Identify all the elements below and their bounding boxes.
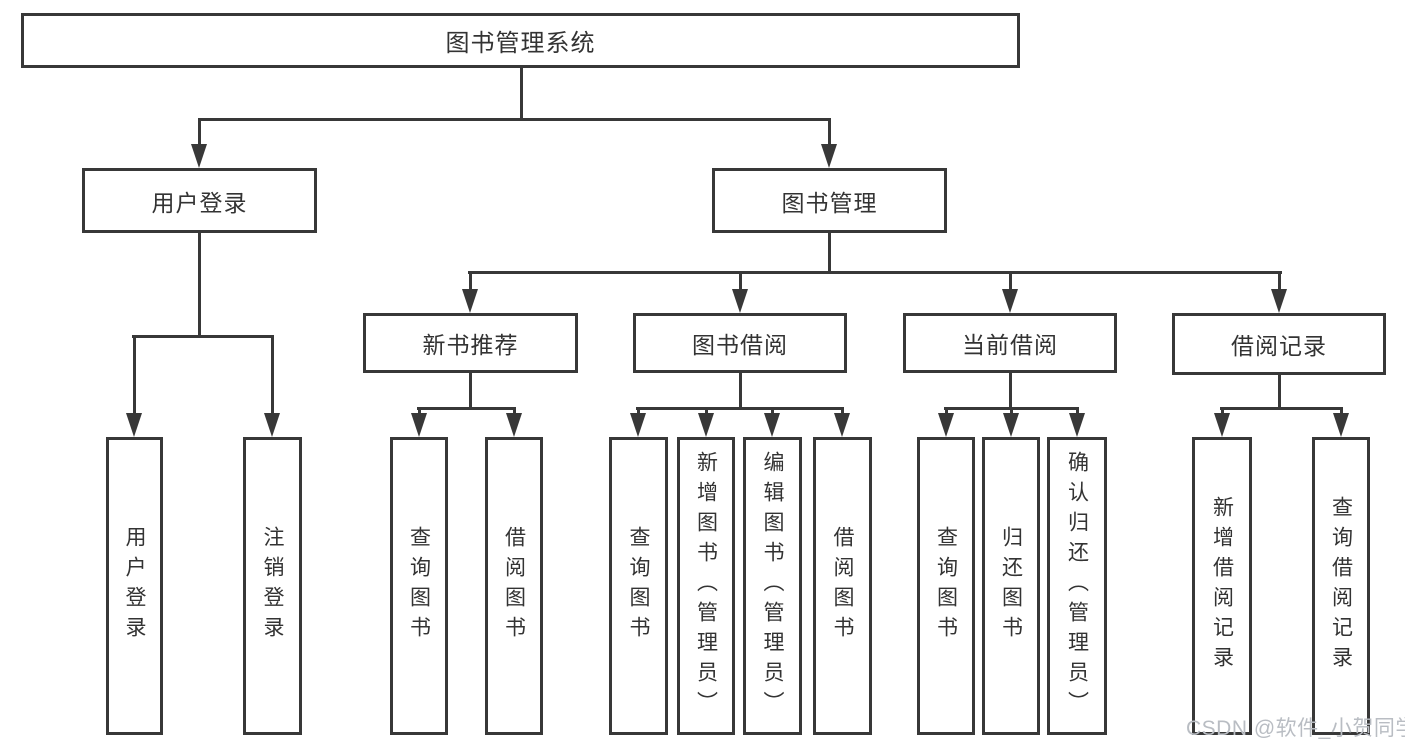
connector-line	[469, 373, 472, 409]
arrowhead-down-icon	[462, 289, 478, 313]
arrowhead-down-icon	[411, 413, 427, 437]
connector-line	[945, 407, 948, 415]
arrowhead-down-icon	[698, 413, 714, 437]
connector-line	[1076, 407, 1079, 415]
connector-line	[198, 118, 201, 146]
connector-line	[1278, 271, 1281, 291]
connector-line	[271, 335, 274, 415]
node-book-management: 图书管理	[712, 168, 947, 233]
connector-line	[1221, 407, 1224, 415]
arrowhead-down-icon	[264, 413, 280, 437]
connector-line	[1009, 373, 1012, 409]
leaf-borrow-borrow-books: 借阅图书	[813, 437, 872, 735]
leaf-logout: 注销登录	[243, 437, 302, 735]
connector-line	[469, 271, 472, 291]
arrowhead-down-icon	[1271, 289, 1287, 313]
leaf-recommend-borrow-books: 借阅图书	[485, 437, 543, 735]
connector-line	[1278, 373, 1281, 409]
connector-line	[417, 407, 516, 410]
connector-line	[513, 407, 516, 415]
node-user-login: 用户登录	[82, 168, 317, 233]
node-book-borrowing: 图书借阅	[633, 313, 847, 373]
connector-line	[133, 335, 136, 415]
leaf-borrow-edit-books-admin: 编辑图书（管理员）	[743, 437, 802, 735]
csdn-watermark: CSDN @软件_小贺同学	[1186, 717, 1405, 740]
connector-line	[828, 118, 831, 146]
node-current-borrowing: 当前借阅	[903, 313, 1117, 373]
arrowhead-down-icon	[1069, 413, 1085, 437]
connector-line	[636, 407, 844, 410]
arrowhead-down-icon	[764, 413, 780, 437]
connector-line	[828, 233, 831, 273]
connector-line	[1220, 407, 1343, 410]
arrowhead-down-icon	[821, 144, 837, 168]
connector-line	[198, 233, 201, 337]
leaf-records-add-record: 新增借阅记录	[1192, 437, 1252, 735]
arrowhead-down-icon	[1002, 289, 1018, 313]
arrowhead-down-icon	[732, 289, 748, 313]
arrowhead-down-icon	[834, 413, 850, 437]
connector-line	[132, 335, 274, 338]
arrowhead-down-icon	[1003, 413, 1019, 437]
leaf-borrow-query-books: 查询图书	[609, 437, 668, 735]
connector-line	[1340, 407, 1343, 415]
arrowhead-down-icon	[630, 413, 646, 437]
connector-line	[771, 407, 774, 415]
arrowhead-down-icon	[191, 144, 207, 168]
arrowhead-down-icon	[506, 413, 522, 437]
connector-line	[418, 407, 421, 415]
connector-line	[637, 407, 640, 415]
connector-line	[841, 407, 844, 415]
connector-line	[520, 68, 523, 118]
node-new-book-recommend: 新书推荐	[363, 313, 578, 373]
arrowhead-down-icon	[1214, 413, 1230, 437]
leaf-borrow-add-books-admin: 新增图书（管理员）	[677, 437, 735, 735]
leaf-recommend-query-books: 查询图书	[390, 437, 448, 735]
connector-line	[1009, 271, 1012, 291]
leaf-user-login: 用户登录	[106, 437, 163, 735]
leaf-current-confirm-return-admin: 确认归还（管理员）	[1047, 437, 1107, 735]
node-library-system: 图书管理系统	[21, 13, 1020, 68]
leaf-current-return-books: 归还图书	[982, 437, 1040, 735]
connector-line	[705, 407, 708, 415]
leaf-current-query-books: 查询图书	[917, 437, 975, 735]
leaf-records-query-record: 查询借阅记录	[1312, 437, 1370, 735]
connector-line	[468, 271, 1282, 274]
connector-line	[739, 271, 742, 291]
connector-line	[739, 373, 742, 409]
connector-line	[1010, 407, 1013, 415]
arrowhead-down-icon	[126, 413, 142, 437]
connector-line	[198, 118, 831, 121]
arrowhead-down-icon	[1333, 413, 1349, 437]
node-borrowing-records: 借阅记录	[1172, 313, 1386, 375]
arrowhead-down-icon	[938, 413, 954, 437]
